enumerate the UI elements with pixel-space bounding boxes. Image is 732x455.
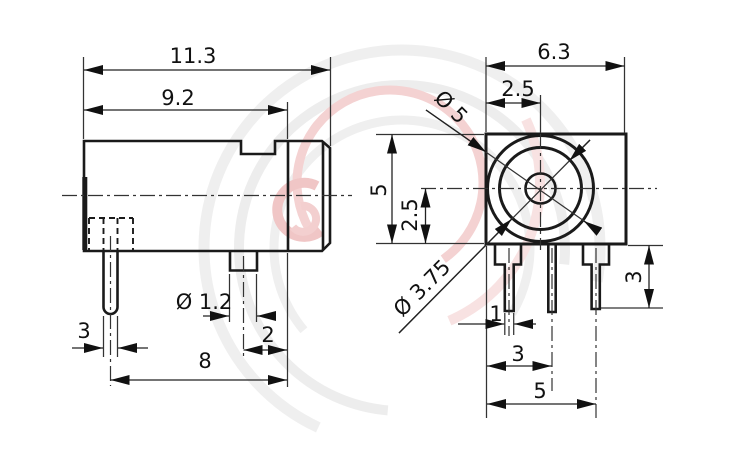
dim-label-tab-offset: 2 xyxy=(261,323,274,347)
dim-arrow-lower xyxy=(583,220,603,236)
dim-pin-span: 8 xyxy=(110,349,287,385)
side-hidden-pin-cavity xyxy=(88,217,134,251)
dim-label-front-pin-width: 3 xyxy=(77,319,90,343)
dim-arrow-upper xyxy=(568,139,591,162)
dim-label-pin-width: 1 xyxy=(489,302,502,326)
dim-label-tab-diameter: Ø 1.2 xyxy=(176,290,233,314)
dim-pin-width: 1 xyxy=(458,302,536,329)
dim-pin-span: 5 xyxy=(487,379,596,409)
dim-arrow-lower xyxy=(398,218,513,334)
watermark-swirl-small xyxy=(289,201,321,236)
dim-label-overall-width: 6.3 xyxy=(537,40,570,64)
dim-label-pin-pitch: 3 xyxy=(511,342,524,366)
dim-label-body-length: 9.2 xyxy=(161,86,194,110)
dim-label-barrel-diameter: Ø 3.75 xyxy=(389,255,455,321)
dim-label-overall-length: 11.3 xyxy=(170,44,217,68)
side-body-outline xyxy=(82,139,332,253)
dim-overall-width: 6.3 xyxy=(486,40,625,71)
watermark-red-ring-outer xyxy=(235,28,545,338)
dim-overall-length: 11.3 xyxy=(84,44,330,75)
dim-pin-pitch: 3 xyxy=(487,342,552,371)
dim-tab-diameter: Ø 1.2 xyxy=(176,290,276,321)
dim-label-pin-span: 5 xyxy=(533,379,546,403)
dim-label-center-height: 2.5 xyxy=(398,198,422,231)
front-centerlines xyxy=(421,134,657,418)
dim-overall-height: 5 xyxy=(367,134,397,244)
dim-tab-offset: 2 xyxy=(243,323,287,355)
watermark-ring-mid xyxy=(234,80,570,416)
dim-center-offset: 2.5 xyxy=(486,77,541,108)
side-extension-lines xyxy=(82,57,332,387)
watermark-swirl xyxy=(272,177,325,242)
dim-pin-length: 3 xyxy=(622,245,654,308)
side-centerlines xyxy=(62,194,352,386)
dim-label-pin-span: 8 xyxy=(198,349,211,373)
side-view: 11.3 9.2 3 Ø 1.2 2 8 xyxy=(62,44,352,387)
dim-label-pin-length: 3 xyxy=(622,270,646,283)
dim-front-pin-width: 3 xyxy=(72,319,148,353)
dim-center-height: 2.5 xyxy=(398,188,431,244)
dim-label-overall-height: 5 xyxy=(367,183,391,196)
dim-body-length: 9.2 xyxy=(84,86,287,115)
dim-arrow-upper xyxy=(425,109,487,153)
dim-label-center-offset: 2.5 xyxy=(501,77,534,101)
front-body-outline xyxy=(484,132,628,246)
